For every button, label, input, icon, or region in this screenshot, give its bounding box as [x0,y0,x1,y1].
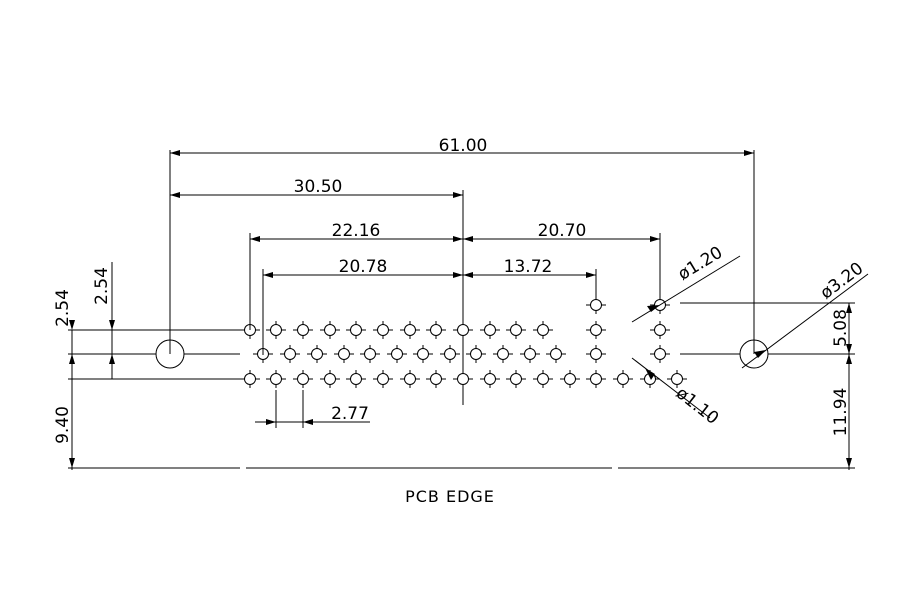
pin-hole [586,370,606,388]
pin-hole [667,370,687,388]
pin-hole [373,321,393,339]
pin-hole [440,345,460,363]
dim-inner-left-span: 20.78 [339,257,388,277]
pin-hole [293,370,313,388]
pin-hole [320,370,340,388]
dim-overall-width: 61.00 [439,136,488,156]
pin-hole [266,370,286,388]
pin-hole [506,370,526,388]
mounting-holes [155,150,769,369]
dim-pin-pitch: 2.77 [331,404,369,424]
pin-hole [387,345,407,363]
pin-hole [520,345,540,363]
pin-hole [293,321,313,339]
pin-hole [334,345,354,363]
pin-hole [560,370,580,388]
dim-mount-hole-dia: ø3.20 [817,258,868,303]
pin-hole [400,321,420,339]
pin-hole [373,370,393,388]
dim-edge-left: 9.40 [53,406,73,444]
dimension-lines [68,150,869,470]
pin-hole [266,321,286,339]
pcb-edge-label: PCB EDGE [405,487,495,506]
dim-row-pitch-left: 2.54 [53,289,73,327]
pin-hole [400,370,420,388]
pin-hole [320,321,340,339]
pin-hole [240,370,260,388]
dim-left-span: 22.16 [332,221,381,241]
pin-hole [533,370,553,388]
pin-hole-array [240,296,687,388]
dim-row-pitch-outer: 2.54 [92,267,112,305]
pin-hole [426,321,446,339]
pin-hole [280,345,300,363]
dim-mount-offset: 5.08 [831,309,851,347]
dim-pin-hole-dia: ø1.20 [675,243,727,285]
pin-hole [453,321,473,339]
dim-right-span: 20.70 [538,221,587,241]
pin-hole [533,321,553,339]
pin-hole [493,345,513,363]
pin-hole [346,321,366,339]
pin-hole [480,370,500,388]
pin-hole [346,370,366,388]
pin-hole [613,370,633,388]
pin-hole [480,321,500,339]
pin-hole [586,321,606,339]
pin-hole [546,345,566,363]
pin-hole [506,321,526,339]
pin-hole [426,370,446,388]
dim-edge-right: 11.94 [831,388,851,437]
center-reference-lines [68,190,855,405]
pin-hole [360,345,380,363]
pin-hole [466,345,486,363]
pin-hole [413,345,433,363]
pin-hole [586,345,606,363]
pin-hole [453,370,473,388]
dim-signal-hole-dia: ø1.10 [672,383,722,428]
dim-inner-right-span: 13.72 [504,257,553,277]
pin-hole [307,345,327,363]
pin-hole [650,321,670,339]
dimension-labels: 61.00 30.50 22.16 20.70 20.78 13.72 2.77… [53,136,867,444]
dim-half-width: 30.50 [294,177,343,197]
pin-hole [650,345,670,363]
